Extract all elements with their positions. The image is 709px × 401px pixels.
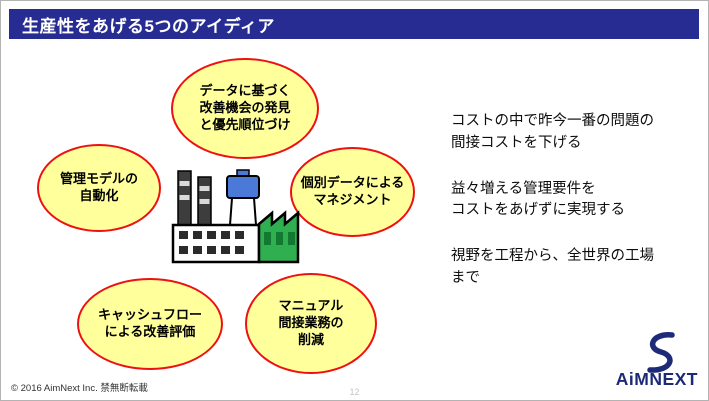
idea-bubble-cashflow-evaluation: キャッシュフロー による改善評価 [77, 278, 223, 370]
factory-water-tank [226, 169, 260, 226]
slide-title: 生産性をあげる5つのアイディア [22, 16, 275, 36]
aimnext-logo: AiMNEXT [582, 332, 698, 390]
key-points: コストの中で昨今一番の問題の 間接コストを下げる 益々増える管理要件を コストを… [451, 111, 707, 314]
factory-green-building [257, 210, 300, 264]
idea-bubble-label: 管理モデルの 自動化 [59, 171, 138, 203]
logo-text: AiMNEXT [615, 369, 698, 389]
logo-s-swoosh-icon [647, 332, 675, 373]
idea-bubble-label: キャッシュフロー による改善評価 [97, 307, 202, 339]
idea-bubble-label: データに基づく 改善機会の発見 と優先順位づけ [199, 83, 291, 132]
idea-bubble-model-automation: 管理モデルの 自動化 [37, 144, 161, 232]
key-point-indirect-cost: コストの中で昨今一番の問題の 間接コストを下げる [451, 113, 654, 151]
idea-bubble-label: 個別データによる マネジメント [300, 175, 405, 207]
slide-title-bar: 生産性をあげる5つのアイディア [9, 9, 699, 39]
copyright-text: © 2016 AimNext Inc. 禁無断転載 [11, 383, 148, 394]
factory-main-building [171, 223, 261, 264]
page-number: 12 [349, 387, 360, 397]
factory-icon [171, 169, 300, 264]
idea-bubble-manual-work-reduction: マニュアル 間接業務の 削減 [245, 273, 377, 374]
factory-chimneys [177, 170, 212, 228]
idea-bubble-label: マニュアル 間接業務の 削減 [278, 298, 344, 347]
idea-bubble-data-discovery: データに基づく 改善機会の発見 と優先順位づけ [171, 58, 319, 159]
idea-bubble-individual-data-management: 個別データによる マネジメント [290, 147, 415, 237]
factory-illustration [171, 168, 303, 264]
key-point-management-requirements: 益々増える管理要件を コストをあげずに実現する [451, 180, 625, 219]
key-point-global-scope: 視野を工程から、全世界の工場 まで [451, 248, 654, 286]
